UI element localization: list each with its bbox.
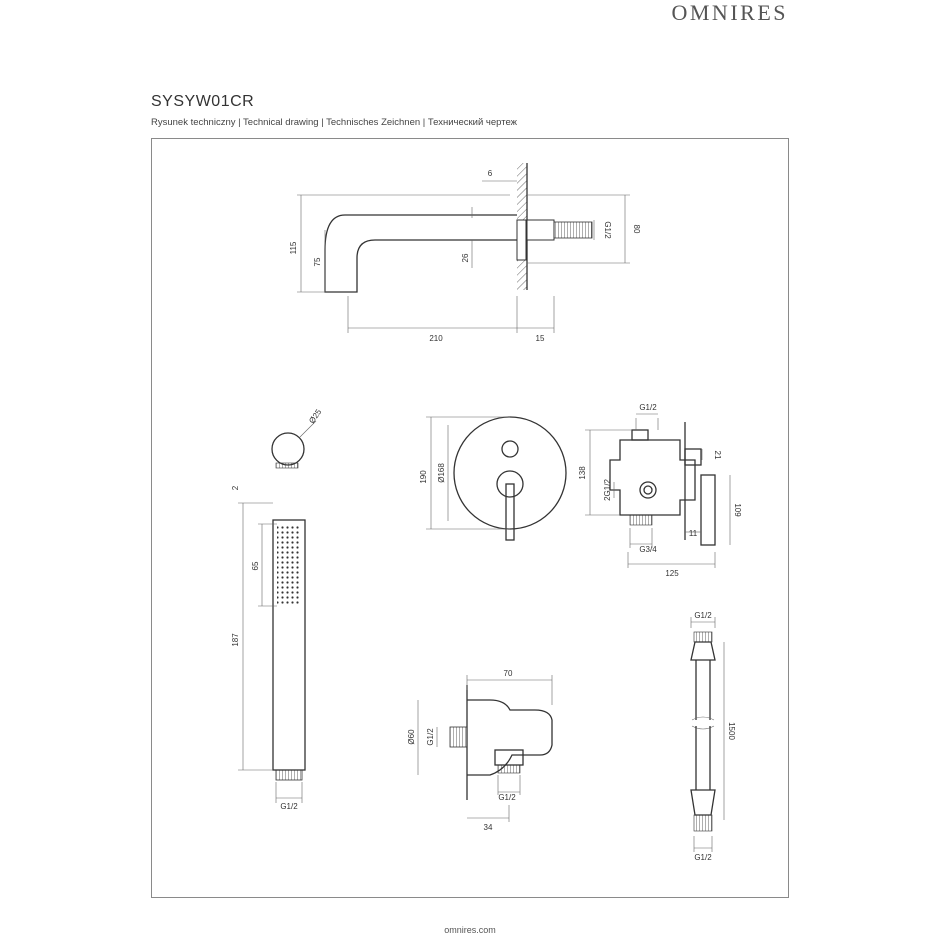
dim-outlet-depth: 34: [484, 823, 493, 832]
dim-total-depth: 125: [665, 569, 679, 578]
mixer-plate: [453, 416, 567, 530]
dim-hs-spray: 65: [251, 561, 260, 570]
dim-spout-depth: 15: [536, 334, 545, 343]
dim-hose-bottom: G1/2: [694, 853, 712, 862]
dim-outlet-thread: G1/2: [426, 728, 435, 746]
dim-plate-offset: 21: [713, 451, 722, 460]
spray-nozzles: [277, 524, 299, 604]
spout-body: [324, 214, 517, 293]
dim-hose-top: G1/2: [694, 611, 712, 620]
dim-spout-height: 115: [289, 241, 298, 254]
dim-hs-thread: G1/2: [280, 802, 298, 811]
dim-hose-length: 1500: [727, 722, 736, 740]
dim-wall: 6: [488, 169, 493, 178]
mixer-side-drawing: 138 2G1/2 G1/2 21 109 G3/4 11 125: [578, 403, 742, 578]
dim-hs-length: 187: [231, 633, 240, 647]
dim-holder-diameter: Ø25: [307, 407, 323, 425]
wall-outlet-drawing: 70 Ø60 G1/2 G1/2 34: [407, 669, 553, 832]
outlet-body: [467, 699, 553, 776]
dim-outlet-width: 70: [504, 669, 513, 678]
drawing-subtitle: Rysunek techniczny | Technical drawing |…: [151, 117, 518, 128]
dim-hs-top: 2: [231, 485, 240, 490]
dim-plate: 190: [419, 470, 428, 484]
dim-spout-length: 210: [429, 334, 443, 343]
mixer-lever-side: [700, 474, 716, 546]
handshower-drawing: 2 187 65 G1/2: [231, 485, 306, 811]
product-code: SYSYW01CR: [151, 93, 255, 110]
dim-top-thread: G1/2: [639, 403, 657, 412]
holder-circle: [271, 432, 305, 466]
mixer-body-side: [609, 439, 696, 516]
dim-spout-bend: 75: [313, 257, 322, 266]
mixer-lever-base: [496, 470, 524, 498]
dim-outlet-diameter: Ø60: [407, 729, 416, 745]
dim-gap: 11: [689, 529, 698, 538]
dim-bottom-thread: G3/4: [639, 545, 657, 554]
diverter-knob: [501, 440, 519, 458]
dim-inlets: 2G1/2: [603, 479, 612, 501]
dim-outer-height: 80: [632, 225, 641, 234]
dim-spout-thread: G1/2: [603, 221, 612, 239]
mixer-lever: [505, 483, 515, 541]
drawing-frame: [151, 138, 789, 898]
dim-body: 138: [578, 466, 587, 480]
hose-drawing: G1/2 1500 G1/2: [690, 611, 736, 862]
dim-outlet-bottom-thread: G1/2: [498, 793, 516, 802]
brand-logo: OMNIRES: [671, 0, 788, 25]
dim-handle: 109: [733, 503, 742, 517]
shower-holder-drawing: Ø25: [271, 407, 324, 469]
dim-plate-inner: Ø168: [437, 463, 446, 483]
spout-drawing: 115 75 26 6 G1/2 80 210 15: [289, 163, 641, 343]
mixer-front-drawing: 190 Ø168: [419, 416, 567, 541]
dim-spout-nozzle: 26: [461, 253, 470, 262]
footer-url[interactable]: omnires.com: [444, 925, 496, 935]
